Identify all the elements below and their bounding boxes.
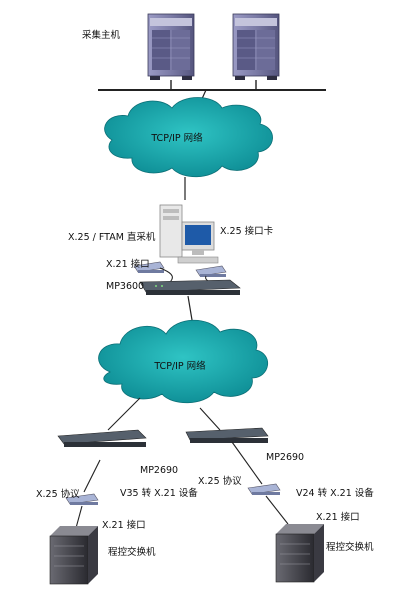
x25-card-label: X.25 接口卡 — [220, 226, 274, 237]
x21-modem-left-icon — [133, 261, 165, 273]
cloud-to-left-router-link — [107, 397, 141, 431]
x21-right-label: X.21 接口 — [316, 512, 360, 523]
pbx-left-label: 程控交换机 — [108, 547, 156, 558]
cloud-mid-label: TCP/IP 网络 — [153, 360, 206, 372]
x25-protocol-left-label: X.25 协议 — [36, 489, 80, 500]
server-right-icon — [232, 13, 280, 80]
mp2690-left-label: MP2690 — [140, 465, 179, 476]
mp2690-right-router-icon — [185, 427, 269, 443]
x21-modem-right-icon — [195, 265, 227, 277]
v35-converter-label: V35 转 X.21 设备 — [120, 488, 198, 499]
pbx-right-icon — [275, 524, 324, 583]
x25-protocol-right-label: X.25 协议 — [198, 476, 242, 487]
mp3600-router-icon — [139, 279, 241, 295]
host-title-label: 采集主机 — [82, 30, 121, 41]
pbx-left-icon — [49, 526, 98, 585]
right-converter-to-pbx-link — [265, 495, 289, 525]
x21-top-label: X.21 接口 — [106, 259, 150, 270]
mp2690-right-label: MP2690 — [266, 452, 305, 463]
cloud-top-label: TCP/IP 网络 — [150, 132, 203, 144]
collector-pc-icon — [159, 204, 219, 264]
mp2690-left-router-icon — [57, 429, 147, 447]
v24-converter-label: V24 转 X.21 设备 — [296, 488, 374, 499]
v24-converter-icon — [247, 483, 281, 495]
x21-left-label: X.21 接口 — [102, 520, 146, 531]
left-router-to-converter-link — [83, 459, 101, 493]
right-router-to-converter-link — [231, 441, 263, 485]
left-converter-to-pbx-link — [75, 505, 83, 529]
x25-ftam-label: X.25 / FTAM 直采机 — [68, 232, 156, 243]
server-left-icon — [147, 13, 195, 80]
cloud-to-right-router-link — [199, 407, 221, 431]
v35-converter-icon — [65, 493, 99, 505]
pbx-right-label: 程控交换机 — [326, 542, 374, 553]
mp3600-label: MP3600 — [106, 281, 145, 292]
tcpip-cloud-top-icon — [104, 97, 273, 178]
modem-left-cable — [159, 267, 173, 283]
